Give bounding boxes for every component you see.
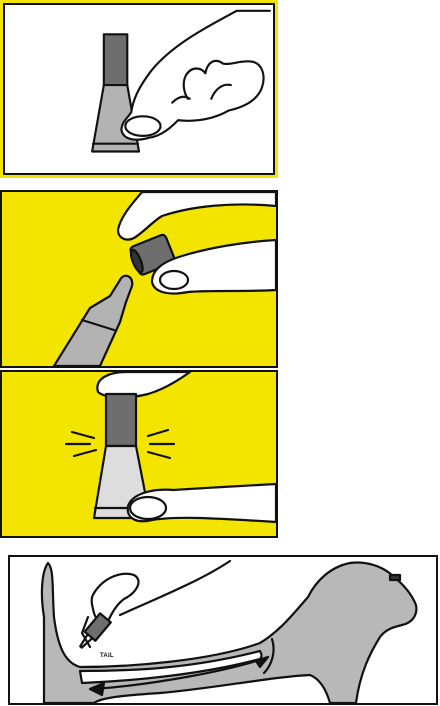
thumb-nail	[124, 115, 162, 137]
step-2-illustration	[2, 192, 276, 366]
arrow-head-left	[88, 681, 106, 697]
step-1-illustration	[3, 3, 275, 175]
tube-tip	[52, 274, 134, 366]
step-1-panel	[0, 0, 278, 178]
step-4-illustration	[40, 559, 418, 703]
snap-lines-left	[64, 430, 98, 458]
thumb-nail	[128, 495, 168, 521]
step-3-illustration	[2, 372, 276, 536]
dog-ear-mark	[388, 573, 402, 582]
step-4-panel: TAIL	[8, 555, 438, 705]
arrow-head-right	[254, 655, 270, 669]
tube-cap	[102, 33, 129, 87]
tube-cap	[104, 392, 138, 448]
holding-hand	[120, 9, 271, 141]
finger-nail	[158, 269, 190, 291]
snap-lines-right	[146, 428, 176, 460]
applicator-tube	[79, 612, 112, 649]
applying-hand	[90, 572, 140, 624]
step-2-panel	[0, 190, 278, 368]
tail-label: TAIL	[100, 653, 114, 659]
upper-finger	[116, 192, 276, 241]
application-stripe	[78, 649, 263, 685]
step-3-panel	[0, 370, 278, 538]
